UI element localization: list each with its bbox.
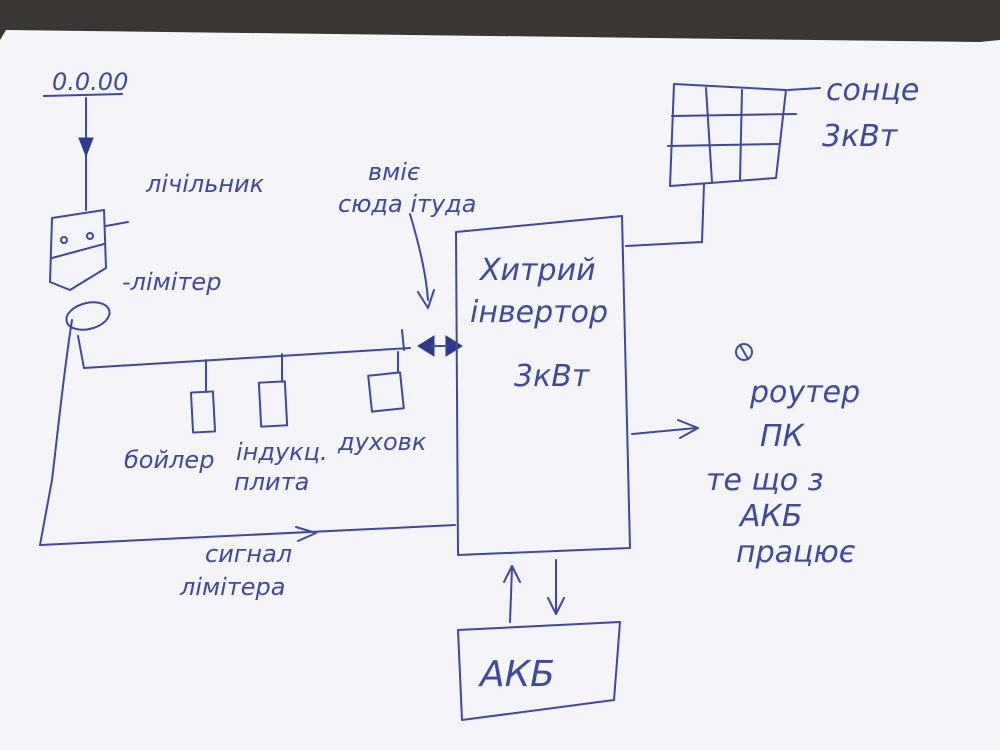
solar-label-2: 3кВт — [822, 119, 899, 154]
battery-box — [457, 621, 621, 721]
limiter-signal-line — [39, 319, 456, 546]
inverter-label-1: Хитрий — [478, 253, 596, 288]
solar-panel — [669, 83, 787, 187]
inverter-label-3: 3кВт — [514, 359, 591, 394]
battery-charge-line — [509, 567, 513, 623]
router-symbol-icon — [735, 343, 753, 361]
backup-label-3: те що з — [706, 463, 824, 498]
solar-panel-gridline — [667, 143, 779, 147]
both-ways-pointer-arrow-icon — [417, 289, 435, 309]
battery-label: АКБ — [478, 654, 555, 695]
limiter-clamp — [65, 301, 111, 331]
solar-label-1: сонце — [826, 73, 919, 108]
limiter-signal-arrow-icon — [295, 526, 317, 542]
both-ways-pointer — [409, 213, 429, 301]
solar-panel-gridline — [671, 113, 797, 117]
solar-to-inverter-wire — [625, 183, 705, 247]
inverter-box — [455, 215, 631, 556]
solar-panel-gridline — [705, 87, 713, 183]
meter-pointer — [105, 221, 129, 227]
battery-charge-arrow-icon — [503, 565, 521, 583]
limiter-signal-label-2: лімітера — [179, 573, 285, 601]
both-ways-label-2: сюда ітуда — [338, 190, 476, 218]
induction-label-2: плита — [234, 468, 309, 496]
backup-label-2: ПК — [760, 419, 806, 454]
bus-tick — [401, 329, 405, 351]
router-symbol-slash — [739, 344, 749, 360]
boiler-label: бойлер — [124, 446, 214, 474]
backup-label-5: працює — [736, 535, 856, 570]
limiter-label: -лімітер — [122, 268, 221, 296]
induction-box — [257, 380, 289, 428]
backup-output-arrow-icon — [677, 419, 699, 439]
meter-label: лічільник — [145, 170, 265, 198]
meter-dial-icon — [86, 232, 94, 240]
solar-pointer — [787, 87, 821, 91]
boiler-box — [189, 390, 217, 434]
induction-label-1: індукц. — [236, 438, 328, 466]
backup-label-4: АКБ — [738, 499, 802, 534]
meter-dial-icon — [60, 236, 68, 244]
backup-output-line — [631, 427, 697, 435]
battery-discharge-arrow-icon — [547, 597, 565, 615]
meter-top-label: 0.0.00 — [52, 68, 128, 96]
main-bus-line — [77, 335, 411, 369]
oven-label: духовк — [337, 428, 427, 456]
solar-panel-gridline — [739, 89, 743, 181]
limiter-signal-label-1: сигнал — [205, 540, 292, 568]
meter-divider — [51, 243, 105, 259]
paper-sheet — [0, 30, 1000, 750]
inverter-label-2: інвертор — [470, 295, 608, 330]
both-ways-label-1: вміє — [368, 158, 420, 186]
oven-box — [367, 371, 405, 413]
meter-box — [49, 209, 107, 291]
backup-label-1: роутер — [749, 375, 860, 410]
grid-line-top — [43, 93, 123, 97]
grid-arrow-icon — [78, 137, 94, 158]
